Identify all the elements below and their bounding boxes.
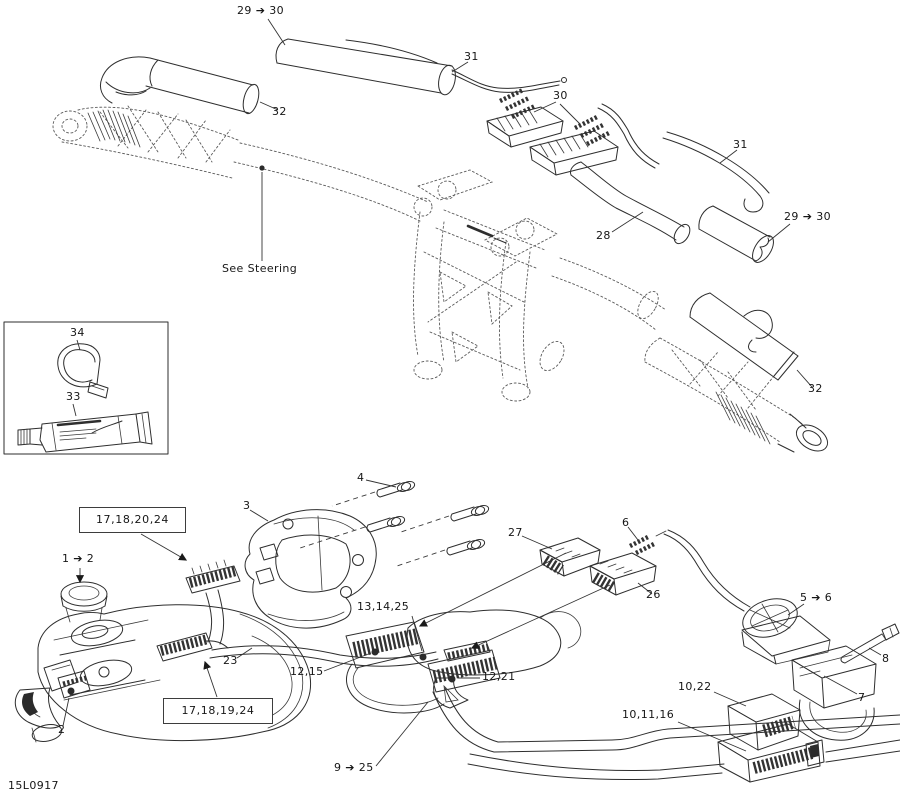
grip-cover-left bbox=[99, 56, 279, 115]
callout-switch-bottom: 2 bbox=[58, 723, 66, 736]
harness-pin-strip-lower bbox=[156, 632, 229, 698]
callout-inset-tube: 33 bbox=[66, 390, 81, 403]
wire-to-switch bbox=[663, 529, 751, 612]
callout-grip-cover-left: 32 bbox=[272, 105, 287, 118]
callout-connector-26: 26 bbox=[646, 588, 661, 601]
mounting-screws-4 bbox=[299, 479, 490, 568]
callout-switch-ref: 5 ➔ 6 bbox=[800, 591, 833, 604]
connector-13-14-25 bbox=[406, 609, 582, 676]
module-10-22 bbox=[713, 691, 801, 751]
callout-box-lower: 17,18,19,24 bbox=[163, 698, 273, 724]
connector-cluster bbox=[323, 609, 582, 714]
switch-housing-shell-3 bbox=[244, 509, 377, 629]
right-handlebar-grip bbox=[644, 337, 829, 453]
callout-box-upper: 17,18,20,24 bbox=[79, 507, 186, 533]
callout-connector-12-15: 12,15 bbox=[290, 665, 324, 678]
multifunction-switch-housing bbox=[14, 568, 312, 743]
terminal-pins-6 bbox=[627, 526, 667, 556]
connector-block-b bbox=[529, 103, 660, 176]
callout-extension-bar: 28 bbox=[596, 229, 611, 242]
see-steering-leader bbox=[259, 165, 265, 261]
terminal-pins-30 bbox=[499, 87, 611, 147]
callout-wire-right: 31 bbox=[733, 138, 748, 151]
callout-harness-main: 9 ➔ 25 bbox=[334, 761, 374, 774]
sleeve-top bbox=[267, 18, 456, 96]
callout-connector-12-21: 12,21 bbox=[482, 670, 516, 683]
wire-31-right bbox=[662, 131, 770, 213]
grip-texture-hatch bbox=[87, 109, 141, 148]
clip-34 bbox=[57, 339, 109, 399]
callout-inset-clip: 34 bbox=[70, 326, 85, 339]
mating-arrow-26 bbox=[470, 584, 611, 649]
connector-26 bbox=[589, 552, 657, 596]
callout-bolt: 8 bbox=[882, 652, 890, 665]
bolt-8 bbox=[840, 623, 900, 664]
connector-block-a bbox=[486, 106, 564, 148]
callout-module-10-22: 10,22 bbox=[678, 680, 712, 693]
tube-33 bbox=[17, 403, 153, 453]
callout-cap-ref: 1 ➔ 2 bbox=[62, 552, 95, 565]
connector-12-15 bbox=[323, 621, 425, 672]
module-10-11-16 bbox=[677, 721, 825, 783]
wire-31-upper bbox=[345, 39, 567, 93]
harness-pin-strip-upper bbox=[140, 533, 241, 645]
callout-housing: 3 bbox=[243, 499, 251, 512]
grip-texture-hatch bbox=[715, 391, 771, 445]
callout-screw: 4 bbox=[357, 471, 365, 484]
callout-support: 7 bbox=[858, 691, 866, 704]
main-harness-9-25 bbox=[375, 687, 900, 781]
callout-sleeve-top: 29 ➔ 30 bbox=[237, 4, 285, 17]
callout-wire-23: 23 bbox=[223, 654, 238, 667]
see-steering-note: See Steering bbox=[222, 262, 298, 275]
callout-pins-30: 30 bbox=[553, 89, 568, 102]
callout-sleeve-right: 29 ➔ 30 bbox=[784, 210, 832, 223]
connector-12-21 bbox=[427, 640, 501, 693]
callout-module-10-11-16: 10,11,16 bbox=[622, 708, 675, 721]
callout-connector-13-14-25: 13,14,25 bbox=[357, 600, 410, 613]
handlebar-tube bbox=[233, 142, 667, 331]
left-handlebar-grip bbox=[52, 105, 239, 179]
mating-arrow-27 bbox=[418, 552, 567, 627]
callout-pins-6: 6 bbox=[622, 516, 630, 529]
callout-grip-cover-right: 32 bbox=[808, 382, 823, 395]
sleeve-right bbox=[698, 205, 791, 263]
part-number: 15L0917 bbox=[8, 779, 59, 792]
wire-23 bbox=[209, 645, 439, 667]
connector-27 bbox=[521, 535, 601, 577]
support-block-7 bbox=[791, 645, 877, 741]
inset-box bbox=[3, 321, 169, 455]
grip-cover-right bbox=[689, 292, 813, 388]
callout-wire-top: 31 bbox=[464, 50, 479, 63]
steering-riser bbox=[413, 169, 565, 402]
extension-bar-28 bbox=[570, 161, 691, 245]
callout-connector-27: 27 bbox=[508, 526, 523, 539]
